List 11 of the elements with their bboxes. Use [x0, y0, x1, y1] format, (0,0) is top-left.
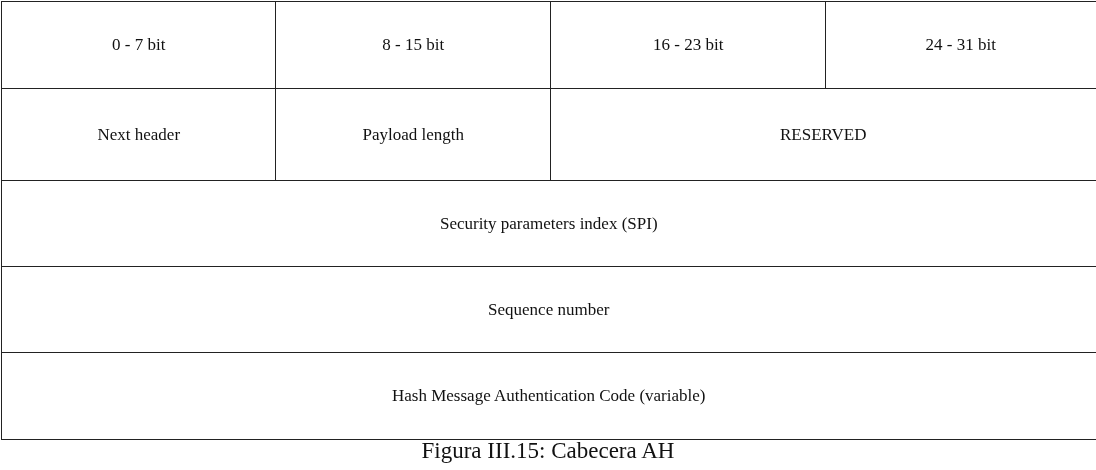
header-field-cell: Security parameters index (SPI) — [1, 180, 1096, 268]
bit-range-header-cell: 8 - 15 bit — [275, 1, 552, 90]
header-field-cell: Next header — [1, 88, 277, 182]
header-field-cell: Sequence number — [1, 266, 1096, 354]
bit-range-header-cell: 16 - 23 bit — [550, 1, 827, 90]
figure-caption: Figura III.15: Cabecera AH — [420, 438, 676, 464]
bit-range-header-cell: 24 - 31 bit — [825, 1, 1096, 90]
header-field-cell: Hash Message Authentication Code (variable) — [1, 352, 1096, 440]
bit-range-header-cell: 0 - 7 bit — [1, 1, 277, 90]
header-field-cell: RESERVED — [550, 88, 1096, 182]
header-field-cell: Payload length — [275, 88, 552, 182]
